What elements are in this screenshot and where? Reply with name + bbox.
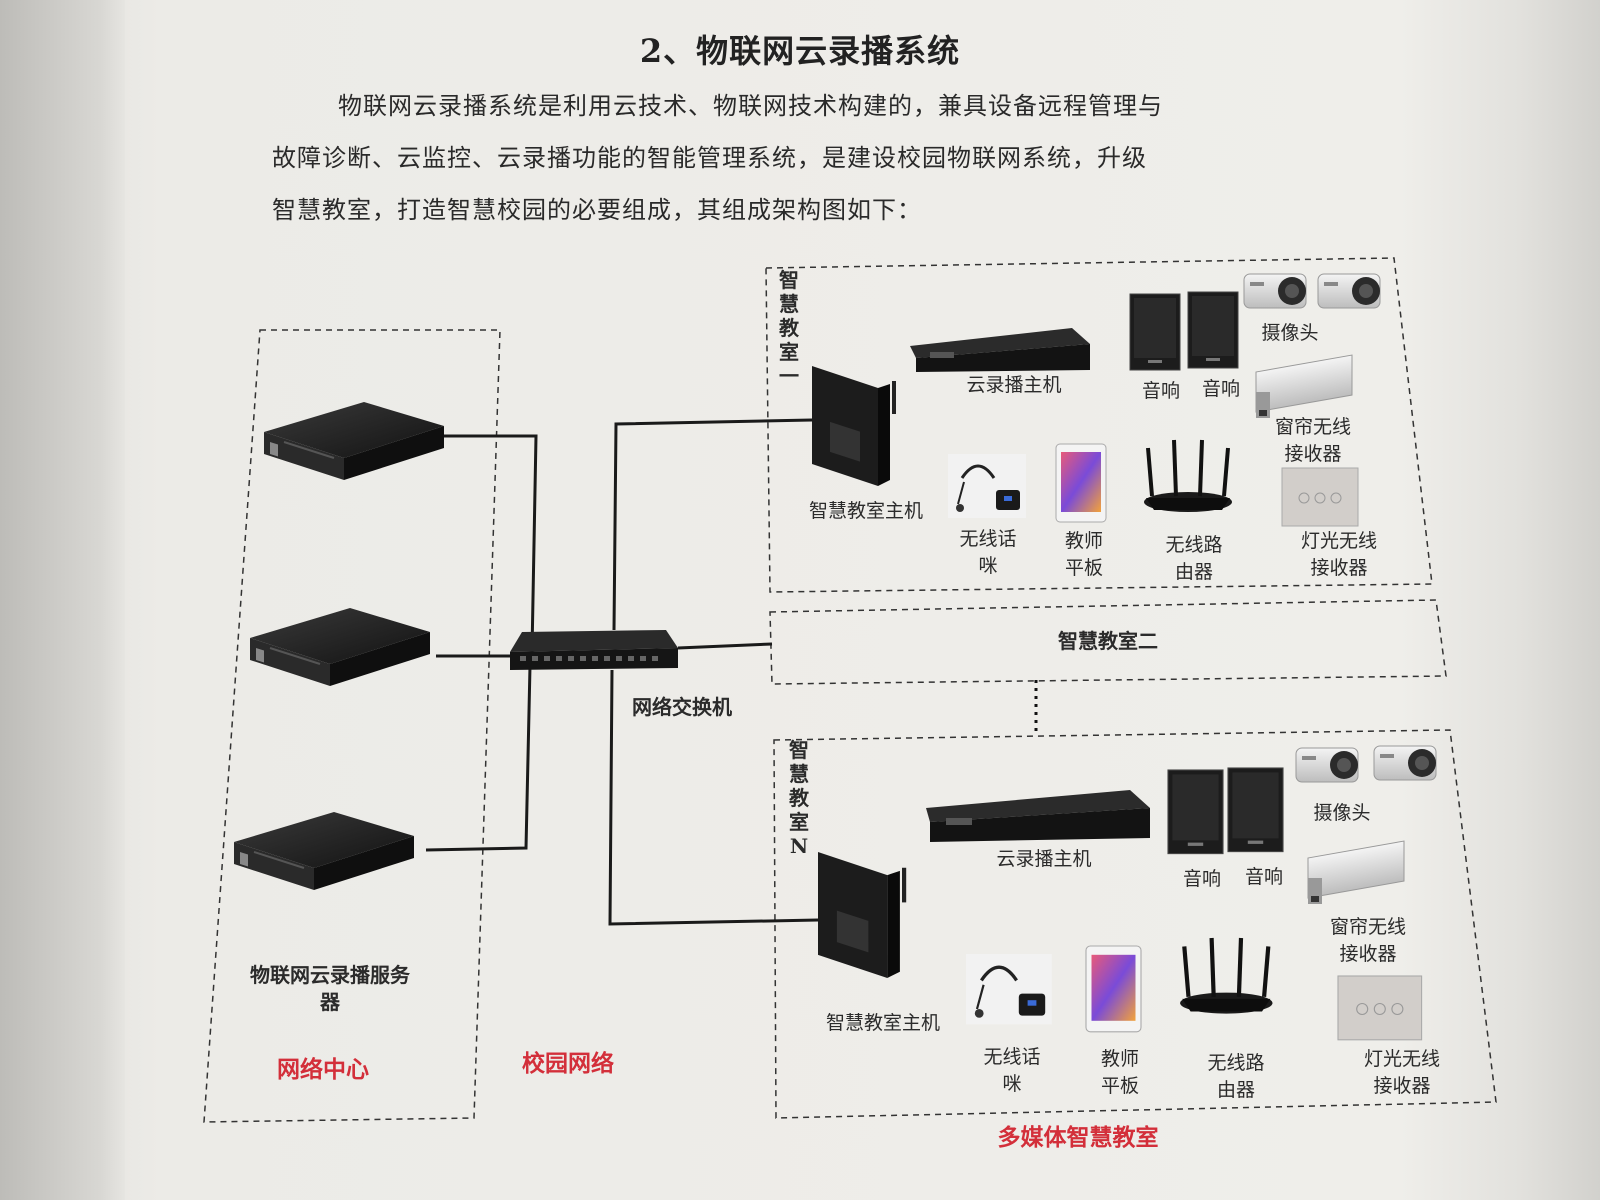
switch-label: 网络交换机: [632, 695, 732, 719]
classroom-one-camera-a-icon: [1243, 273, 1307, 309]
classroom-one-speaker-b-label: 音响: [1201, 378, 1240, 400]
classroom-one-host-label: 智慧教室主机: [808, 500, 923, 522]
classroom-n-host-label: 智慧教室主机: [825, 1012, 940, 1034]
classroom-n-speaker-a-icon: [1167, 769, 1224, 855]
classroom-n-curtain-icon: [1307, 840, 1405, 905]
classroom-one-frame: [765, 257, 1433, 593]
classroom-one-tablet-label: 教师平板: [1064, 530, 1103, 579]
server-label: 物联网云录播服务器: [250, 963, 410, 1014]
classroom-one-curtain-label: 窗帘无线接收器: [1274, 416, 1351, 465]
classroom-one-light-icon: [1281, 467, 1359, 527]
classroom-one-mic-label: 无线话咪: [959, 528, 1017, 577]
network-cables: [425, 418, 819, 926]
classroom-one-recorder-icon: [910, 328, 1090, 372]
campus-network-label: 校园网络: [522, 1050, 614, 1077]
classroom-n-camera-b-icon: [1373, 745, 1437, 781]
classroom-one-camera-label: 摄像头: [1261, 322, 1319, 344]
classroom-n-mic-label: 无线话咪: [983, 1046, 1041, 1095]
classroom-one-speaker-a-label: 音响: [1141, 380, 1180, 402]
classroom-one-title: 智慧教室一: [779, 268, 799, 388]
classroom-two-title: 智慧教室二: [1058, 629, 1158, 653]
classroom-one-mic-icon: [946, 452, 1028, 520]
server-2-icon: [249, 607, 431, 687]
network-center-frame: [203, 329, 501, 1123]
paragraph-line-1: 物联网云录播系统是利用云技术、物联网技术构建的，兼具设备远程管理与: [338, 92, 1163, 120]
classroom-n-host-icon: [818, 852, 904, 978]
classroom-n-camera-a-icon: [1295, 747, 1359, 783]
network-switch-icon: [510, 630, 678, 670]
classroom-one-router-label: 无线路由器: [1165, 534, 1223, 583]
classroom-n-speaker-b-label: 音响: [1244, 866, 1283, 888]
server-1-icon: [263, 401, 445, 481]
classroom-one-camera-b-icon: [1317, 273, 1381, 309]
network-center-label: 网络中心: [277, 1056, 369, 1083]
classroom-one-speaker-a-icon: [1129, 293, 1181, 371]
classroom-two-frame: [769, 599, 1447, 685]
classroom-n-title: 智慧教室N: [789, 738, 809, 858]
classroom-n-speaker-a-label: 音响: [1182, 868, 1221, 890]
paragraph-line-2: 故障诊断、云监控、云录播功能的智能管理系统，是建设校园物联网系统，升级: [272, 144, 1147, 172]
classroom-n-tablet-icon: [1085, 945, 1142, 1033]
section-title: 2、物联网云录播系统: [639, 32, 961, 70]
classroom-n-speaker-b-icon: [1227, 767, 1284, 853]
paragraph-line-3: 智慧教室，打造智慧校园的必要组成，其组成架构图如下：: [272, 196, 922, 224]
classroom-one-light-label: 灯光无线接收器: [1300, 530, 1377, 579]
classroom-one-recorder-label: 云录播主机: [966, 374, 1062, 396]
classroom-n-router-icon: [1180, 938, 1272, 1014]
classroom-n-camera-label: 摄像头: [1313, 802, 1371, 824]
classroom-one-curtain-icon: [1255, 354, 1353, 419]
classroom-n-light-icon: [1337, 975, 1423, 1041]
classroom-n-router-label: 无线路由器: [1207, 1052, 1265, 1101]
classroom-n-mic-icon: [964, 952, 1054, 1027]
classroom-one-tablet-icon: [1055, 443, 1107, 523]
page-binding: [0, 0, 125, 1200]
multimedia-classroom-label: 多媒体智慧教室: [997, 1124, 1159, 1151]
classroom-one-speaker-b-icon: [1187, 291, 1239, 369]
classroom-n-light-label: 灯光无线接收器: [1363, 1048, 1440, 1097]
classroom-n-recorder-icon: [926, 790, 1150, 842]
classroom-n-recorder-label: 云录播主机: [996, 848, 1092, 870]
classroom-n-frame: [773, 729, 1497, 1119]
classroom-n-tablet-label: 教师平板: [1100, 1048, 1139, 1097]
classroom-one-router-icon: [1142, 438, 1234, 514]
server-3-icon: [233, 811, 415, 891]
classroom-one-host-icon: [810, 364, 896, 488]
classroom-n-curtain-label: 窗帘无线接收器: [1329, 916, 1406, 965]
